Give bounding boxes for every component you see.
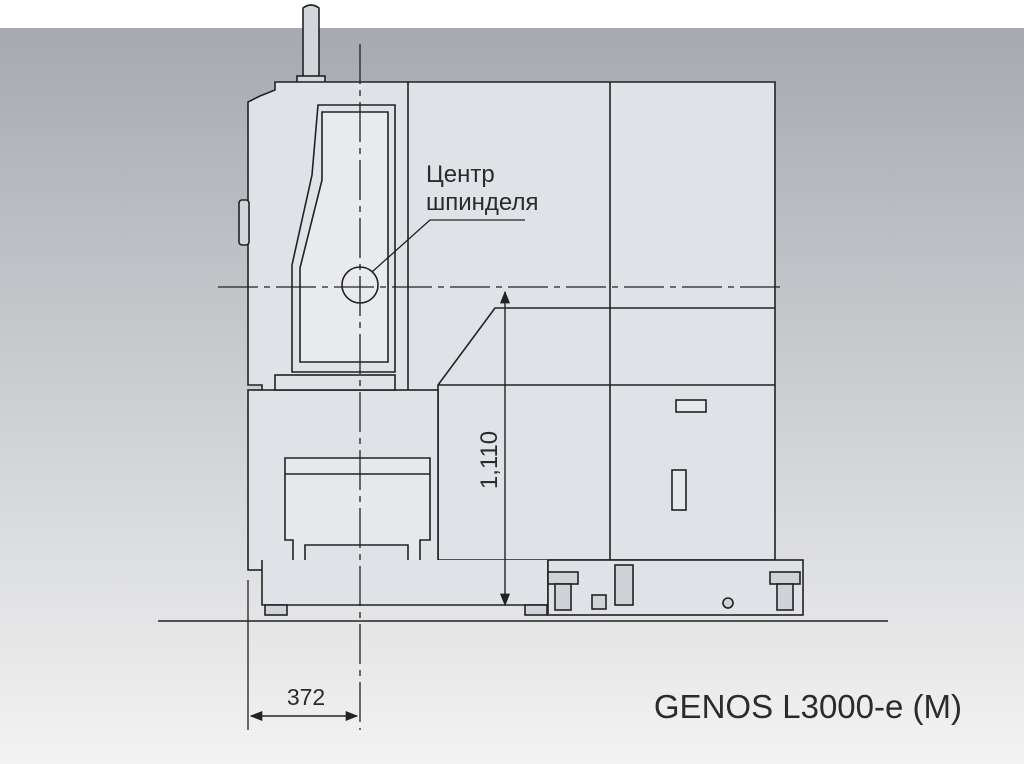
offset-dimension-label: 372 [287, 684, 325, 710]
door-window [299, 111, 389, 363]
spindle-center-circle [341, 266, 379, 304]
spindle-label-line1: Центр [426, 161, 495, 188]
handle-slot [671, 469, 687, 511]
vent-slot [675, 399, 707, 413]
signal-tower [302, 4, 320, 81]
spindle-label-line2: шпинделя [426, 189, 538, 216]
center-lines [218, 44, 785, 730]
spindle-leader [371, 219, 431, 273]
chip-tray [284, 457, 431, 581]
height-dimension-label: 1,110 [476, 431, 503, 489]
model-name: GENOS L3000-e (M) [654, 688, 962, 725]
machine-body [238, 4, 804, 616]
